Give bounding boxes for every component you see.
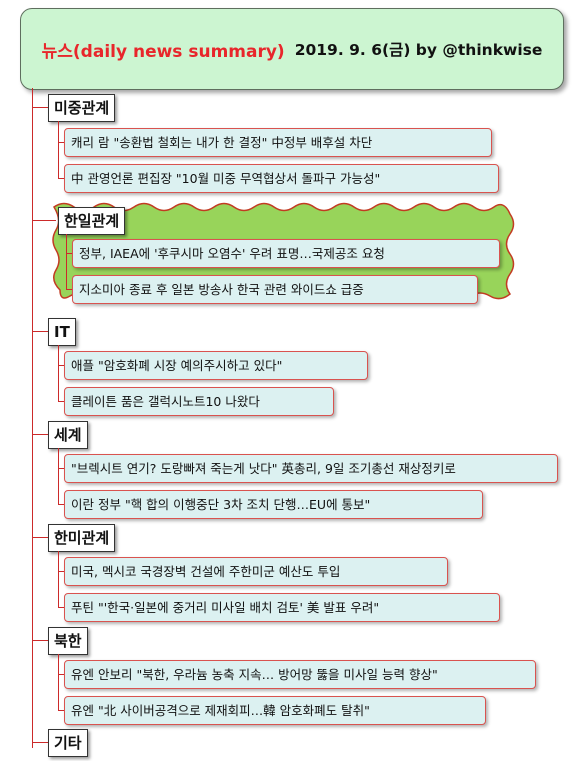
category-north-korea[interactable]: 북한 xyxy=(48,627,88,655)
title-date-author: 2019. 9. 6(금) by @thinkwise xyxy=(294,41,543,59)
leaf-connector xyxy=(58,607,64,608)
leaf-connector xyxy=(58,468,64,469)
news-item[interactable]: 클레이튼 품은 갤럭시노트10 나왔다 xyxy=(64,387,334,416)
branch-connector xyxy=(32,331,48,332)
leaf-connector xyxy=(58,142,64,143)
branch-connector xyxy=(32,220,56,221)
news-item[interactable]: 애플 "암호화폐 시장 예의주시하고 있다" xyxy=(64,351,368,380)
news-item[interactable]: "브렉시트 연기? 도랑빠져 죽는게 낫다" 英총리, 9일 조기총선 재상정키… xyxy=(64,454,558,483)
news-item[interactable]: 유엔 안보리 "북한, 우라늄 농축 지속… 방어망 뚫을 미사일 능력 향상" xyxy=(64,660,536,689)
branch-connector xyxy=(32,640,48,641)
leaf-connector xyxy=(58,401,64,402)
news-item[interactable]: 유엔 "北 사이버공격으로 제재회피…韓 암호화폐도 탈취" xyxy=(64,696,486,725)
leaf-connector xyxy=(58,710,64,711)
leaf-connector xyxy=(58,365,64,366)
sub-connector xyxy=(58,654,59,710)
branch-connector xyxy=(32,434,48,435)
news-item[interactable]: 푸틴 "'한국·일본에 중거리 미사일 배치 검토' 美 발표 우려" xyxy=(64,593,500,622)
leaf-connector xyxy=(66,289,72,290)
news-item[interactable]: 이란 정부 "핵 합의 이행중단 3차 조치 단행…EU에 통보" xyxy=(64,490,483,519)
category-korea-japan[interactable]: 한일관계 xyxy=(58,207,126,235)
news-item[interactable]: 캐리 람 "송환법 철회는 내가 한 결정" 中정부 배후설 차단 xyxy=(64,128,492,157)
branch-connector xyxy=(32,742,48,743)
sub-connector xyxy=(58,551,59,607)
title-main: 뉴스(daily news summary) xyxy=(41,41,285,62)
sub-connector xyxy=(58,345,59,401)
news-item[interactable]: 中 관영언론 편집장 "10월 미중 무역협상서 돌파구 가능성" xyxy=(64,164,499,193)
leaf-connector xyxy=(58,504,64,505)
category-korea-us[interactable]: 한미관계 xyxy=(48,524,116,552)
sub-connector xyxy=(58,448,59,504)
branch-connector xyxy=(32,537,48,538)
leaf-connector xyxy=(58,178,64,179)
news-item[interactable]: 정부, IAEA에 '후쿠시마 오염수' 우려 표명…국제공조 요청 xyxy=(72,239,500,268)
leaf-connector xyxy=(58,571,64,572)
sub-connector xyxy=(66,234,67,289)
category-etc[interactable]: 기타 xyxy=(48,729,88,757)
news-item[interactable]: 미국, 멕시코 국경장벽 건설에 주한미군 예산도 투입 xyxy=(64,557,448,586)
news-item[interactable]: 지소미아 종료 후 일본 방송사 한국 관련 와이드쇼 급증 xyxy=(72,275,478,304)
map-title: 뉴스(daily news summary) 2019. 9. 6(금) by … xyxy=(20,8,564,90)
trunk-line xyxy=(32,88,33,748)
leaf-connector xyxy=(58,674,64,675)
branch-connector xyxy=(32,107,48,108)
leaf-connector xyxy=(66,253,72,254)
sub-connector xyxy=(58,121,59,178)
category-it[interactable]: IT xyxy=(48,318,76,346)
category-us-china[interactable]: 미중관계 xyxy=(48,94,116,122)
category-world[interactable]: 세계 xyxy=(48,421,88,449)
